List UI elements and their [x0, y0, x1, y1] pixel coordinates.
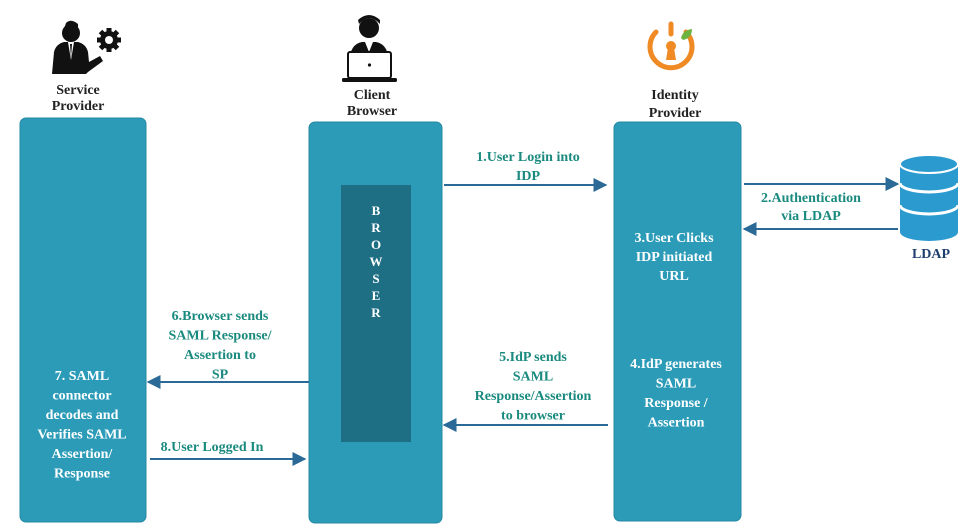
identity-provider-panel — [613, 121, 742, 522]
service-provider-panel — [19, 117, 147, 523]
ldap-label: LDAP — [912, 247, 951, 262]
businessman-gear-icon — [52, 20, 121, 74]
user-laptop-icon — [342, 15, 397, 82]
power-keyhole-icon — [647, 21, 695, 71]
browser-inner-box — [341, 185, 411, 442]
step8-label: 8.User Logged In — [161, 440, 264, 455]
database-icon — [898, 154, 960, 241]
